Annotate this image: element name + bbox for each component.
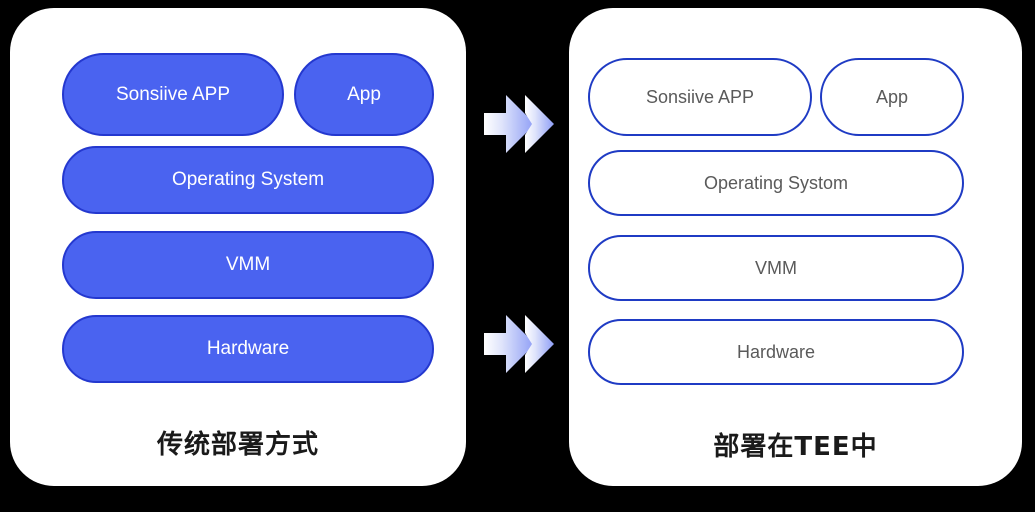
right-panel-caption: 部署在TEE中	[713, 432, 878, 462]
right-layer-sensitive-app[interactable]: Sonsiive APP	[588, 58, 812, 136]
right-layer-hardware[interactable]: Hardware	[588, 319, 964, 385]
left-layer-hardware[interactable]: Hardware	[62, 315, 434, 383]
left-layer-sensitive-app[interactable]: Sonsiive APP	[62, 53, 284, 136]
left-panel-caption: 传统部署方式	[156, 430, 319, 460]
right-layer-stack: Sonsiive APP App Operating Systom VMM Ha…	[569, 8, 1022, 486]
double-chevron-arrow-bottom-icon	[484, 313, 560, 375]
right-app-row: Sonsiive APP App	[588, 58, 964, 136]
left-layer-app[interactable]: App	[294, 53, 434, 136]
left-layer-operating-system[interactable]: Operating System	[62, 146, 434, 214]
right-layer-vmm[interactable]: VMM	[588, 235, 964, 301]
double-chevron-arrow-top-icon	[484, 93, 560, 155]
right-layer-operating-system[interactable]: Operating Systom	[588, 150, 964, 216]
traditional-deployment-card: Sonsiive APP App Operating System VMM Ha…	[10, 8, 466, 486]
left-app-row: Sonsiive APP App	[62, 53, 434, 136]
right-layer-app[interactable]: App	[820, 58, 964, 136]
left-layer-vmm[interactable]: VMM	[62, 231, 434, 299]
